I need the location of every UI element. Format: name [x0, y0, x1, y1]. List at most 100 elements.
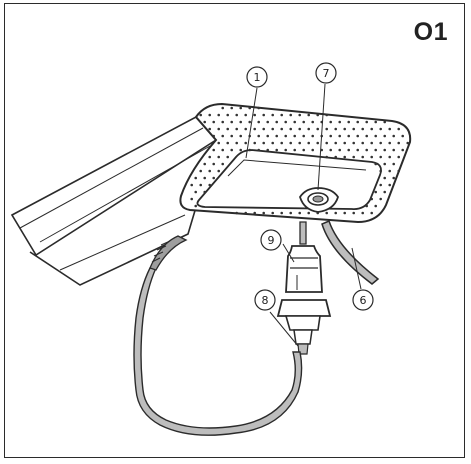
grip-dot	[325, 127, 329, 131]
grip-dot	[190, 183, 194, 187]
grip-dot	[374, 190, 378, 194]
grip-dot	[257, 106, 261, 110]
grip-dot	[271, 127, 275, 131]
grip-dot	[212, 148, 216, 152]
grip-dot	[361, 155, 365, 159]
svg-text:7: 7	[323, 67, 330, 80]
grip-dot	[212, 176, 216, 180]
grip-dot	[266, 120, 270, 124]
grip-dot	[226, 127, 230, 131]
grip-dot	[352, 155, 356, 159]
grip-dot	[374, 148, 378, 152]
grip-dot	[392, 162, 396, 166]
grip-dot	[397, 141, 401, 145]
grip-dot	[253, 127, 257, 131]
looped-cable	[133, 235, 303, 436]
grip-dot	[374, 120, 378, 124]
grip-dot	[271, 141, 275, 145]
grip-dot	[311, 134, 315, 138]
grip-dot	[284, 134, 288, 138]
grip-dot	[217, 155, 221, 159]
grip-dot	[284, 120, 288, 124]
grip-dot	[194, 190, 198, 194]
grip-dot	[244, 127, 248, 131]
grip-dot	[343, 127, 347, 131]
grip-dot	[262, 141, 266, 145]
callout-leaders	[245, 83, 362, 347]
grip-dot	[298, 211, 302, 215]
grip-dot	[401, 148, 405, 152]
grip-dot	[266, 148, 270, 152]
grip-dot	[311, 120, 315, 124]
grip-dot	[257, 134, 261, 138]
grip-dot	[316, 113, 320, 117]
grip-dot	[226, 141, 230, 145]
grip-dot	[271, 113, 275, 117]
plug-cable	[299, 221, 307, 245]
grip-dot	[298, 113, 302, 117]
grip-dot	[244, 211, 248, 215]
grip-dot	[235, 211, 239, 215]
callout-6: 6	[352, 289, 374, 311]
callout-7: 7	[315, 62, 337, 84]
grip-dot	[221, 120, 225, 124]
grip-dot	[199, 183, 203, 187]
grip-dot	[280, 211, 284, 215]
plug	[285, 245, 323, 293]
svg-text:1: 1	[254, 71, 261, 84]
grip-dot	[248, 106, 252, 110]
grip-dot	[262, 127, 266, 131]
grip-dot	[298, 141, 302, 145]
grip-dot	[298, 127, 302, 131]
svg-text:9: 9	[268, 234, 275, 247]
grip-dot	[203, 120, 207, 124]
grip-dot	[239, 148, 243, 152]
grip-dot	[271, 211, 275, 215]
grip-dot	[280, 113, 284, 117]
grip-dot	[388, 183, 392, 187]
grip-dot	[275, 120, 279, 124]
grip-dot	[406, 141, 410, 145]
grip-dot	[379, 183, 383, 187]
grip-dot	[293, 120, 297, 124]
grip-dot	[307, 127, 311, 131]
socket	[276, 299, 332, 355]
grip-dot	[212, 120, 216, 124]
grip-dot	[388, 155, 392, 159]
svg-text:6: 6	[360, 294, 367, 307]
grip-dot	[370, 155, 374, 159]
grip-dot	[230, 134, 234, 138]
grip-dot	[374, 134, 378, 138]
grip-dot	[388, 127, 392, 131]
grip-dot	[329, 120, 333, 124]
grip-dot	[343, 155, 347, 159]
grip-dot	[262, 211, 266, 215]
callout-1: 1	[246, 66, 268, 88]
grip-dot	[356, 120, 360, 124]
grip-dot	[388, 169, 392, 173]
grip-dot	[289, 113, 293, 117]
grip-dot	[379, 155, 383, 159]
grip-dot	[208, 113, 212, 117]
grip-dot	[370, 197, 374, 201]
grip-dot	[379, 141, 383, 145]
grip-dot	[338, 148, 342, 152]
grip-dot	[325, 155, 329, 159]
grip-dot	[289, 211, 293, 215]
grip-dot	[392, 134, 396, 138]
grip-dot	[334, 155, 338, 159]
grip-dot	[325, 141, 329, 145]
figure-frame: O1	[4, 3, 465, 458]
grip-dot	[392, 176, 396, 180]
grip-dot	[325, 211, 329, 215]
grip-dot	[203, 176, 207, 180]
grip-dot	[289, 141, 293, 145]
grip-dot	[365, 204, 369, 208]
grip-dot	[248, 148, 252, 152]
grip-dot	[239, 120, 243, 124]
grip-dot	[334, 141, 338, 145]
grip-dot	[212, 162, 216, 166]
grip-dot	[334, 127, 338, 131]
grip-dot	[208, 183, 212, 187]
